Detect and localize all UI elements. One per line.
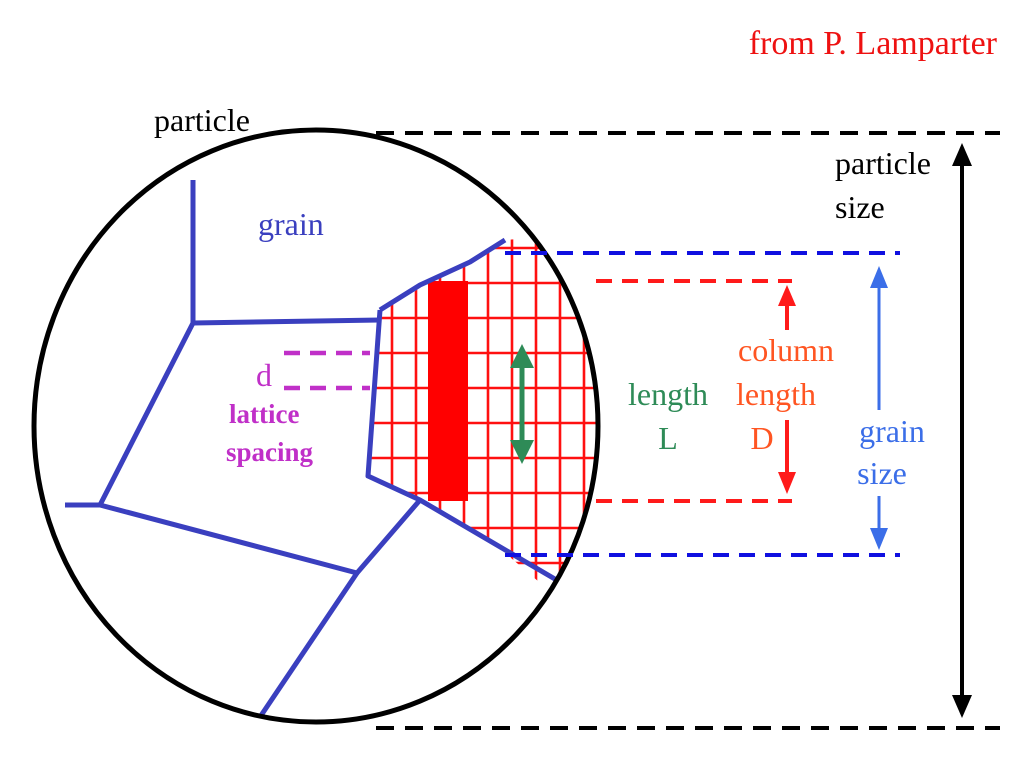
column-length-label-line1: column [738, 332, 834, 368]
particle-size-label-line1: particle [835, 145, 931, 181]
grain-label: grain [258, 206, 324, 242]
credit-text: from P. Lamparter [749, 25, 998, 62]
length-label-line2: L [658, 420, 678, 456]
grain-size-label-line1: grain [859, 413, 925, 449]
grain-boundaries [65, 180, 562, 722]
particle-size-marker [376, 131, 1000, 730]
particle-outline [31, 127, 601, 725]
particle-label: particle [154, 102, 250, 138]
length-label-line1: length [628, 376, 708, 412]
column-length-label-line3: D [750, 420, 773, 456]
grain-size-marker [505, 251, 900, 557]
lattice-spacing-label-line2: spacing [226, 437, 314, 467]
grain-size-label-line2: size [857, 455, 907, 491]
column-length-label-line2: length [736, 376, 816, 412]
particle-size-label-line2: size [835, 189, 885, 225]
lattice-spacing-label-line1: lattice [229, 399, 299, 429]
length-arrow [510, 344, 534, 464]
lattice-spacing-marker [284, 350, 370, 391]
d-label: d [256, 357, 272, 393]
column-length-marker [596, 279, 796, 503]
column-bar [428, 281, 468, 501]
